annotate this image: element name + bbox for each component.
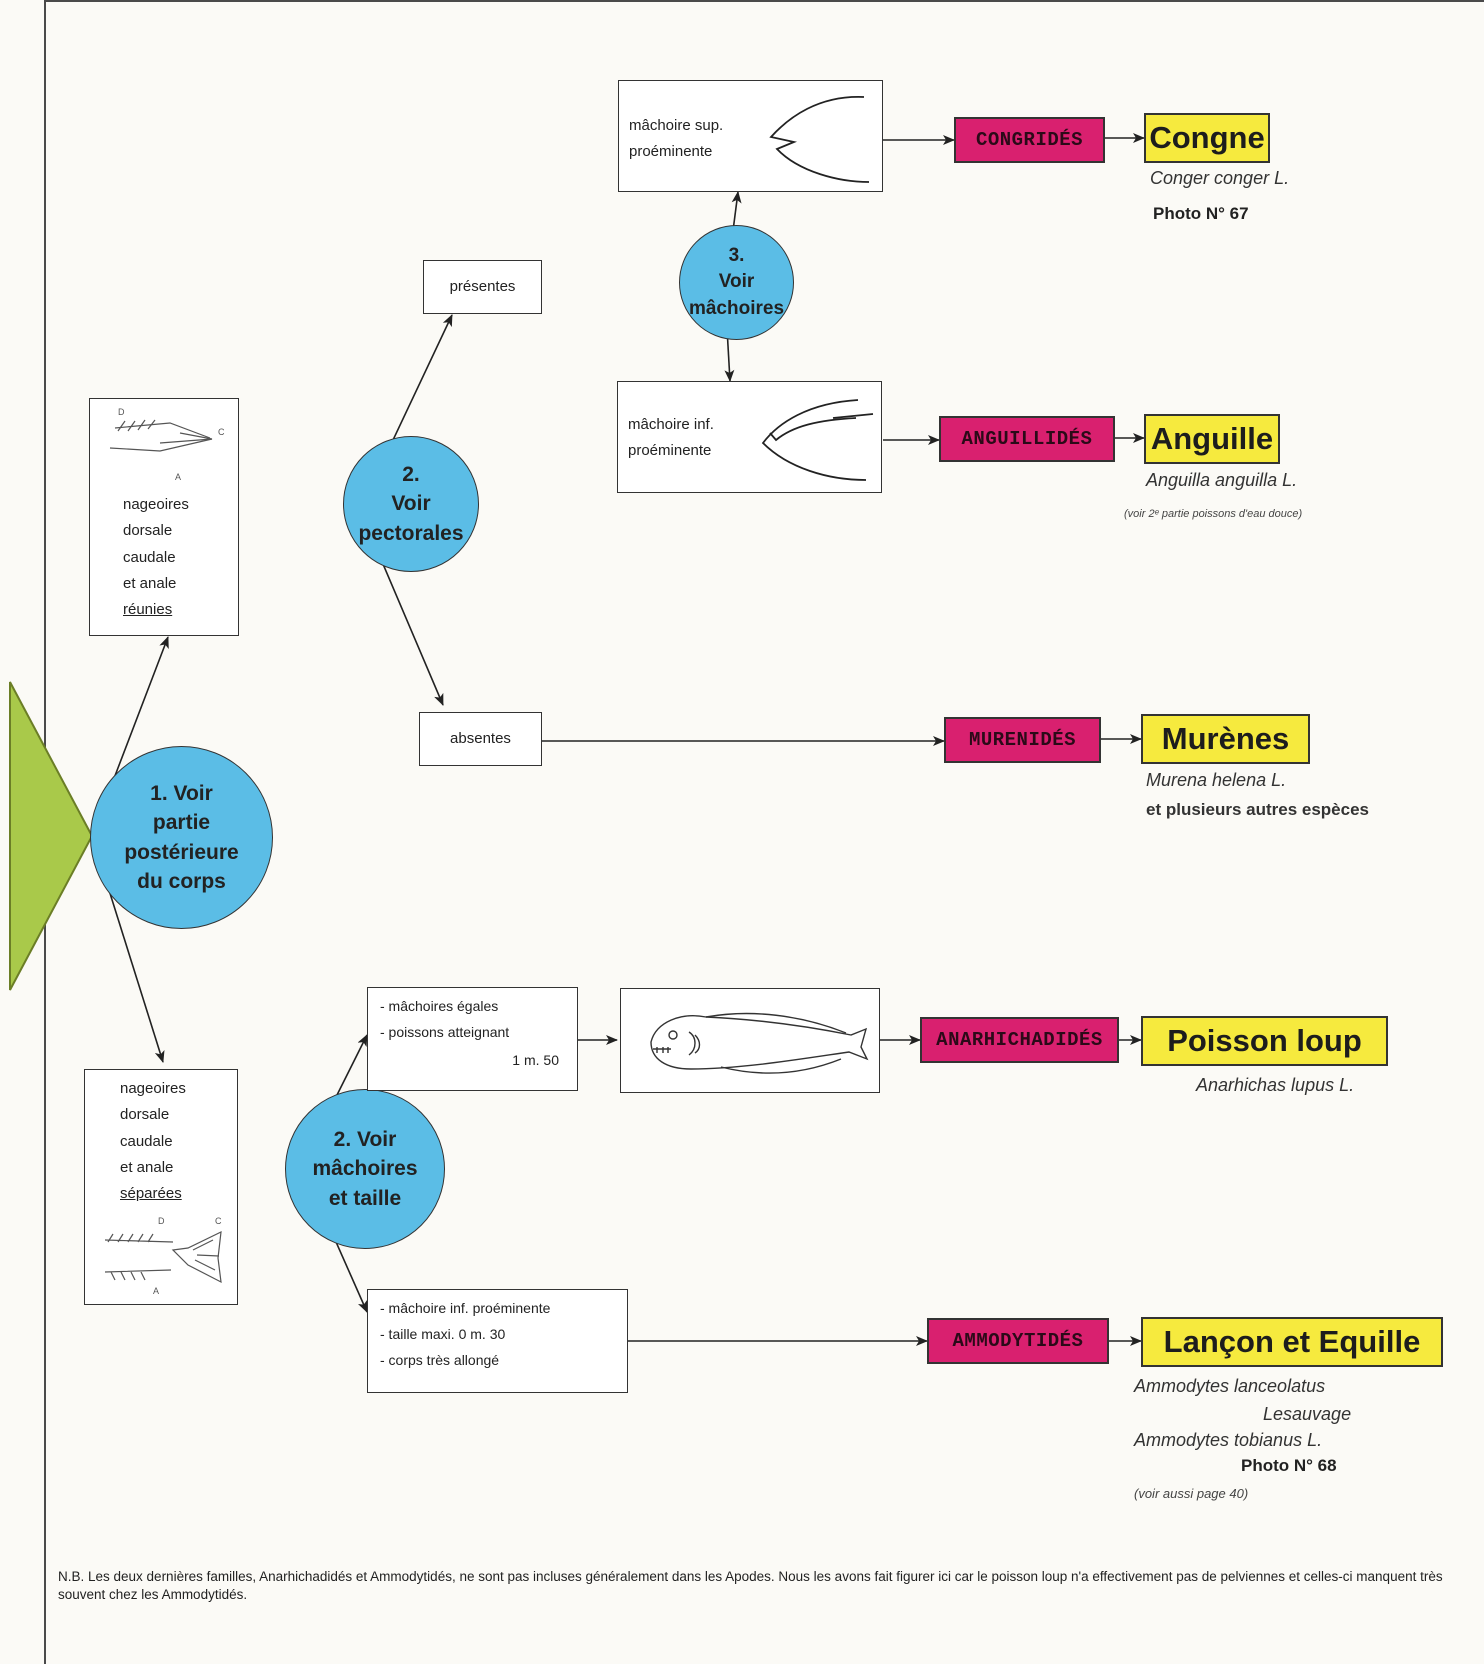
box-line: nageoires [120, 1080, 186, 1097]
separate-fins-sketch: D C A [104, 1216, 222, 1296]
wolffish-sketch [650, 1012, 869, 1074]
family-anguillides: ANGUILLIDÉS [939, 416, 1115, 462]
box-label: présentes [449, 277, 516, 295]
family-murenides: MURENIDÉS [944, 717, 1101, 763]
box-separees: nageoires dorsale caudale et anale sépar… [84, 1069, 238, 1305]
box-line: - mâchoire inf. proéminente [380, 1300, 551, 1316]
species-latin: Lesauvage [1263, 1404, 1352, 1424]
fused-fins-sketch: D C A [109, 407, 225, 482]
box-line: - corps très allongé [380, 1352, 500, 1368]
fin-label-d: D [158, 1216, 165, 1226]
box-line: - taille maxi. 0 m. 30 [380, 1326, 506, 1342]
footnote: N.B. Les deux dernières familles, Anarhi… [58, 1569, 1443, 1602]
species-latin: Conger conger L. [1150, 168, 1290, 188]
species-latin: Ammodytes lanceolatus [1134, 1376, 1326, 1396]
species-note: (voir aussi page 40) [1134, 1486, 1249, 1501]
box-line: nageoires [123, 496, 189, 513]
box-line: 1 m. 50 [512, 1052, 559, 1068]
step-line: pectorales [358, 521, 464, 545]
species-murenes: Murènes [1141, 714, 1310, 764]
box-ammo-criteria: - mâchoire inf. proéminente - taille max… [367, 1289, 628, 1393]
lower-jaw-sketch [761, 399, 874, 481]
step-line: du corps [137, 869, 226, 893]
fin-label-c: C [215, 1216, 222, 1226]
box-text: nageoires dorsale caudale et anale réuni… [123, 492, 189, 623]
box-line: - mâchoires égales [380, 998, 499, 1014]
step2-pectorales-circle: 2. Voir pectorales [343, 436, 479, 572]
species-poisson-loup: Poisson loup [1141, 1016, 1388, 1066]
box-line: dorsale [123, 522, 173, 540]
box-label: absentes [450, 729, 511, 747]
species-extra: et plusieurs autres espèces [1146, 800, 1370, 819]
species-congre: Congne [1144, 113, 1270, 163]
step-line: mâchoires [688, 297, 785, 319]
step-line: postérieure [124, 840, 239, 864]
box-presentes: présentes [423, 260, 542, 314]
fin-label-a: A [153, 1286, 159, 1296]
species-lancon-equille: Lançon et Equille [1141, 1317, 1443, 1367]
step3-machoires-circle: 3. Voir mâchoires [679, 225, 794, 340]
box-line: et anale [120, 1158, 174, 1176]
species-latin: Murena helena L. [1146, 770, 1287, 790]
box-line: - poissons atteignant [380, 1024, 510, 1040]
step-line: Voir [718, 271, 755, 293]
species-latin: Anguilla anguilla L. [1146, 470, 1298, 490]
box-line: réunies [123, 601, 173, 618]
box-machoire-inf: mâchoire inf. proéminente [617, 381, 882, 493]
step-line: et taille [328, 1186, 402, 1210]
box-text: mâchoire inf. proéminente [628, 412, 714, 465]
step-line: 2. Voir [333, 1127, 397, 1151]
box-line: caudale [120, 1132, 173, 1150]
step-line: mâchoires [312, 1157, 418, 1181]
box-line: mâchoire sup. [629, 117, 724, 134]
upper-jaw-sketch [769, 96, 870, 183]
box-line: et anale [123, 574, 177, 592]
species-anguille: Anguille [1144, 414, 1280, 464]
step1-circle: 1. Voir partie postérieure du corps [90, 746, 273, 929]
fin-label-a: A [175, 472, 181, 482]
step-line: 2. [402, 462, 420, 486]
step-line: Voir [391, 492, 431, 516]
fin-label-c: C [218, 427, 225, 437]
step2-taille-circle: 2. Voir mâchoires et taille [285, 1089, 445, 1249]
box-absentes: absentes [419, 712, 542, 766]
photo-ref: Photo N° 68 [1241, 1456, 1337, 1475]
box-line: dorsale [120, 1106, 170, 1124]
species-note: (voir 2ᵉ partie poissons d'eau douce) [1124, 508, 1303, 520]
species-latin: Anarhichas lupus L. [1196, 1075, 1355, 1095]
step-line: partie [152, 811, 211, 835]
wolffish-image-box [620, 988, 880, 1093]
box-line: caudale [123, 548, 176, 566]
box-line: séparées [120, 1185, 182, 1202]
family-congrides: CONGRIDÉS [954, 117, 1105, 163]
step-line: 1. Voir [150, 781, 213, 805]
box-reunies: D C A nageoires dorsale caudale et anale… [89, 398, 239, 636]
start-arrow [9, 681, 94, 991]
box-line: proéminente [629, 143, 713, 161]
photo-ref: Photo N° 67 [1153, 204, 1249, 223]
family-ammodytides: AMMODYTIDÉS [927, 1318, 1109, 1364]
family-anarhichadides: ANARHICHADIDÉS [920, 1017, 1119, 1063]
box-text: nageoires dorsale caudale et anale sépar… [120, 1076, 186, 1207]
box-line: mâchoire inf. [628, 416, 714, 433]
box-line: proéminente [628, 442, 712, 460]
box-machoire-sup: mâchoire sup. proéminente [618, 80, 883, 192]
fin-label-d: D [118, 407, 125, 417]
step-line: 3. [728, 244, 745, 266]
species-latin: Ammodytes tobianus L. [1134, 1430, 1323, 1450]
box-text: mâchoire sup. proéminente [629, 113, 723, 166]
box-machoires-egales: - mâchoires égales - poissons atteignant… [367, 987, 578, 1091]
